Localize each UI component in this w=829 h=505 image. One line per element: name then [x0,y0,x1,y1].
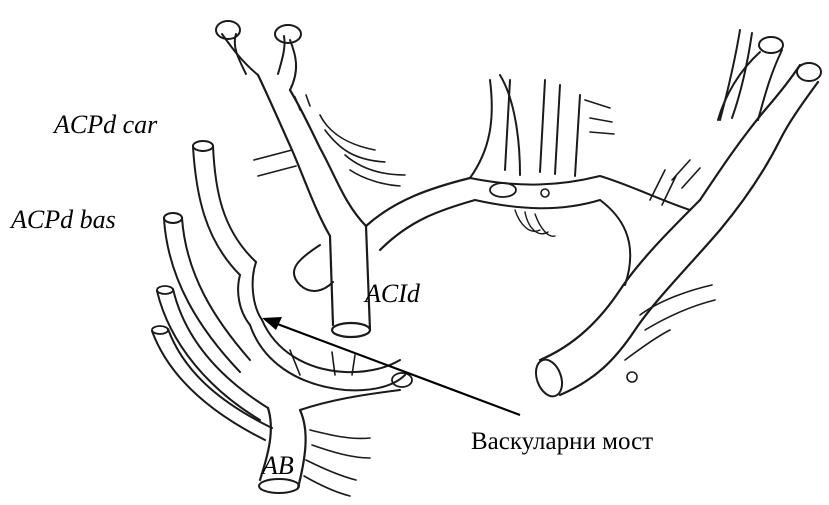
central-foramen [490,183,516,197]
loop-opening [392,373,412,387]
right-carotid-system [531,30,821,400]
central-dot [541,189,549,197]
central-vessels [470,75,614,236]
label-acpd-car: ACPd car [52,110,158,139]
label-ab: AB [260,451,294,480]
left-posterior-vessels [152,141,412,496]
label-vascular-bridge: Васкуларни мост [471,428,653,455]
left-carotid-trunk [216,21,475,337]
acpd-bas-opening [164,213,182,223]
right-small-opening [627,372,637,382]
top-left-branch-opening-1 [216,21,240,39]
right-top-opening-2 [759,37,783,53]
posterior-opening-2 [157,286,173,294]
ab-stump-opening [259,479,299,493]
right-top-opening [797,63,821,81]
label-acid: ACId [363,279,421,308]
acpd-car-opening [193,141,213,151]
label-acpd-bas: ACPd bas [9,205,116,234]
top-left-branch-opening-2 [275,25,301,43]
posterior-opening-3 [152,326,168,334]
acid-stump-opening [332,323,370,337]
vascular-bridge-arrow [262,317,520,415]
